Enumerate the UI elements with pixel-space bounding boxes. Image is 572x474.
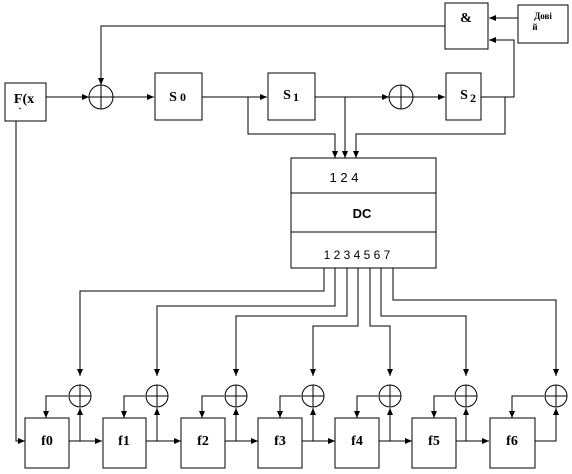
data-input-block: Дові й [517,4,569,44]
s1-index: 1 [293,90,299,104]
dc-decoder-block: 1 2 4 DC 1 2 3 4 5 6 7 [290,157,437,269]
function-block-f2: f2 [180,417,226,469]
xor-gate-f6 [544,384,568,408]
fx-label: F(x [14,92,34,107]
and-gate-block: & [444,2,489,50]
f5-label: f5 [428,434,440,449]
f2-label: f2 [197,434,209,449]
data-input-label-line2: й [532,22,537,32]
data-input-label-line1: Дові [534,11,552,21]
function-block-f0: f0 [24,417,70,469]
xor-gate-f0 [68,384,92,408]
xor-gate-f4 [378,384,402,408]
dc-title: DC [353,206,372,221]
and-gate-label: & [460,11,472,26]
dc-output-labels: 1 2 3 4 5 6 7 [324,248,391,262]
register-s0: S 0 [154,72,203,121]
f1-label: f1 [118,434,130,449]
fx-source-block: F(x ` [4,82,47,122]
register-s2: S 2 [445,72,482,121]
f0-label: f0 [41,434,53,449]
function-block-f6: f6 [489,417,536,469]
xor-gate-f1 [145,384,169,408]
function-block-f1: f1 [102,417,147,469]
xor-gate-f3 [301,384,325,408]
s0-index: 0 [180,90,186,104]
register-s1: S 1 [267,72,316,121]
s2-index: 2 [470,91,476,105]
dc-input-labels: 1 2 4 [330,170,359,185]
xor-gate-f5 [454,384,478,408]
s0-label: S [169,90,177,105]
f6-label: f6 [506,434,518,449]
xor-gate-f2 [224,384,248,408]
f4-label: f4 [351,434,363,449]
s1-label: S [283,88,291,103]
wires [15,15,559,444]
xor-gate-s1-s2 [388,84,414,110]
s2-label: S [460,88,468,103]
function-block-f3: f3 [257,417,303,469]
fx-label-mark: ` [18,105,22,119]
xor-gate-input [88,84,114,110]
f3-label: f3 [274,434,286,449]
function-block-f4: f4 [334,417,380,469]
function-block-f5: f5 [411,417,457,469]
